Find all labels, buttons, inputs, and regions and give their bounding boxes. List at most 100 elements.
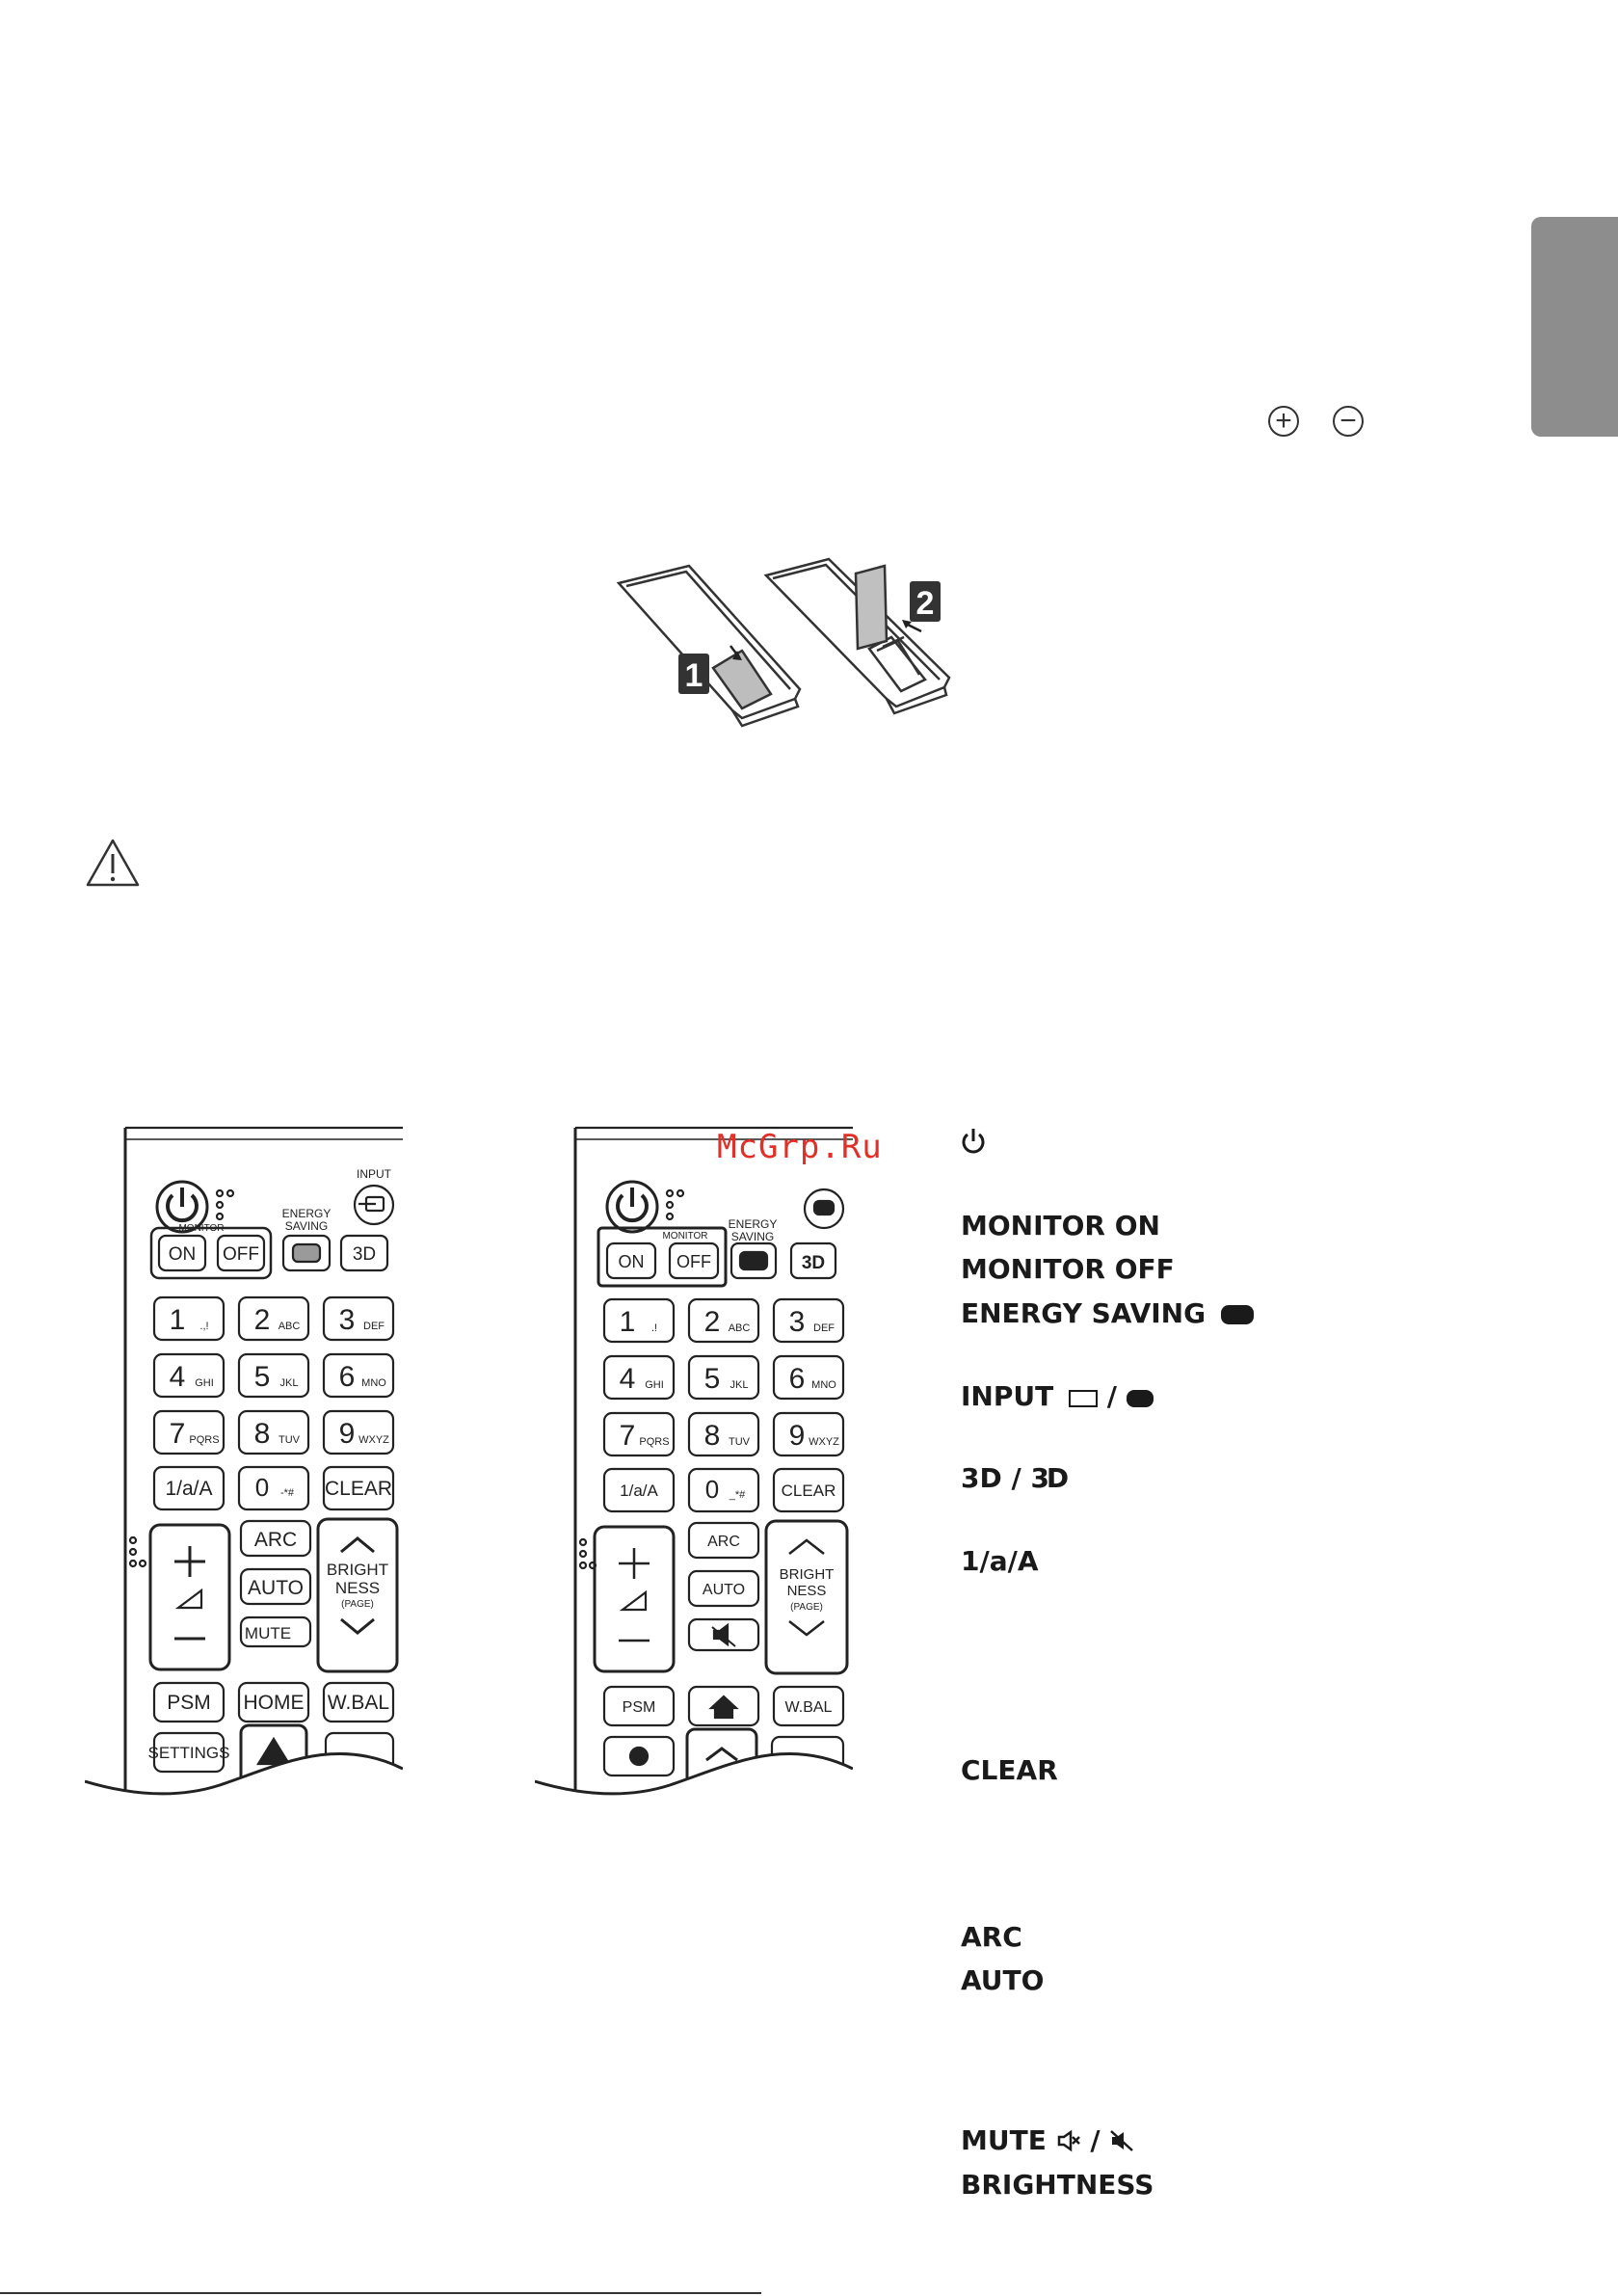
key-1-button (152, 1295, 225, 1342)
battery-cover-1 (711, 649, 773, 710)
energy-label-2b: SAVING (731, 1230, 774, 1243)
on-button-2 (605, 1241, 657, 1280)
mute-button-2 (687, 1617, 760, 1652)
key-8-label: 8 (254, 1418, 271, 1450)
volume-rocker-2 (593, 1525, 676, 1673)
energy-label-2a: ENERGY (729, 1217, 778, 1231)
off-button-2 (668, 1241, 720, 1280)
wbal-label: W.BAL (328, 1692, 389, 1714)
monitor-group (149, 1226, 273, 1280)
on-label-2: ON (619, 1252, 645, 1271)
key-5-label: 5 (254, 1361, 271, 1393)
svg-text:3D: 3D (802, 1253, 825, 1273)
key-7-button (602, 1411, 676, 1457)
monitor-group-2 (597, 1226, 728, 1288)
plus-symbol: + (1275, 405, 1292, 437)
key-6-label: 6 (789, 1363, 806, 1395)
legend-mute: MUTE / (961, 2124, 1134, 2156)
brightness-rocker-2 (764, 1519, 849, 1675)
3d-button (339, 1234, 389, 1272)
key-2-label: 2 (704, 1306, 721, 1338)
key-1-button (602, 1297, 676, 1344)
key-8-label: 8 (704, 1420, 721, 1452)
legend-1aA: 1/a/A (961, 1545, 1039, 1577)
auto-button (239, 1567, 312, 1606)
legend-monitor-on: MONITOR ON (961, 1210, 1160, 1241)
energy-label-1: ENERGY (282, 1207, 332, 1220)
3d-label: 3D (353, 1244, 376, 1265)
psm-button (152, 1681, 225, 1723)
key-9-label: 9 (789, 1420, 806, 1452)
key-9-button (322, 1409, 395, 1455)
page-label-2: (PAGE) (790, 1602, 823, 1613)
key-5-sub-label: JKL (280, 1377, 299, 1389)
on-label: ON (169, 1244, 197, 1265)
plus-circle-icon: + (1268, 406, 1299, 437)
power-icon (959, 1126, 988, 1157)
input-label: INPUT (357, 1167, 392, 1181)
1aA-label: 1/a/A (165, 1478, 212, 1500)
mute-icon (1057, 2129, 1080, 2152)
wbal-label-2: W.BAL (785, 1699, 833, 1716)
bright-label-2b: NESS (787, 1583, 827, 1599)
key-7-label: 7 (170, 1418, 186, 1450)
legend-input-slash: / (1106, 1380, 1117, 1412)
key-2-button (237, 1295, 310, 1342)
legend-auto: AUTO (961, 1964, 1045, 1996)
step-2-badge (910, 581, 941, 622)
legend-monitor-off: MONITOR OFF (961, 1253, 1175, 1285)
zero-label-2: 0 (705, 1475, 719, 1504)
auto-label-2: AUTO (703, 1582, 745, 1598)
arc-label: ARC (254, 1529, 297, 1551)
step-1-label: 1 (685, 657, 703, 694)
mute-label: MUTE (245, 1624, 291, 1642)
key-3-label: 3 (339, 1304, 356, 1336)
arc-button (239, 1519, 312, 1558)
section-tab[interactable] (1531, 217, 1618, 437)
legend-clear: CLEAR (961, 1754, 1058, 1786)
footer-rule (0, 2292, 761, 2294)
energy-saving-button (281, 1234, 332, 1272)
settings-button-2 (602, 1735, 676, 1777)
psm-button-2 (602, 1685, 676, 1727)
power-button (155, 1180, 209, 1234)
mute-alt-icon (1110, 2130, 1134, 2151)
key-8-button (237, 1409, 310, 1455)
page-label: (PAGE) (341, 1599, 374, 1610)
battery-cover-2 (854, 564, 889, 651)
key-2-label: 2 (254, 1304, 271, 1336)
arc-label-2: ARC (707, 1534, 740, 1550)
input-button-2 (803, 1188, 845, 1230)
auto-button-2 (687, 1569, 760, 1608)
mute-button (239, 1615, 312, 1648)
bright-label-2: NESS (335, 1579, 380, 1597)
key-4-button (602, 1354, 676, 1401)
legend-mute-label: MUTE (961, 2124, 1047, 2156)
legend-3d-label: 3D / (961, 1462, 1031, 1494)
legend-arc: ARC (961, 1921, 1022, 1953)
zero-button (237, 1465, 310, 1511)
clear-label-2: CLEAR (782, 1482, 836, 1500)
key-6-label: 6 (339, 1361, 356, 1393)
1aA-button-2 (602, 1467, 676, 1513)
input-icon (1068, 1390, 1098, 1407)
key-5-sub-label: JKL (730, 1379, 749, 1391)
wbal-button (322, 1681, 395, 1723)
key-7-button (152, 1409, 225, 1455)
legend-brightness: BRIGHTNESS (961, 2169, 1154, 2201)
home-button-2 (687, 1685, 760, 1727)
zero-button-2 (687, 1467, 760, 1513)
key-4-button (152, 1352, 225, 1399)
key-5-button (237, 1352, 310, 1399)
key-2-sub-label: ABC (279, 1321, 301, 1332)
zero-sub-label-2: _*# (729, 1489, 746, 1501)
key-3-sub-label: DEF (813, 1322, 835, 1334)
key-4-sub-label: GHI (645, 1379, 664, 1391)
legend-energy-saving: ENERGY SAVING (961, 1297, 1254, 1329)
input-alt-icon (1126, 1390, 1154, 1407)
1aA-label-2: 1/a/A (620, 1482, 658, 1500)
key-7-sub-label: PQRS (189, 1434, 219, 1446)
